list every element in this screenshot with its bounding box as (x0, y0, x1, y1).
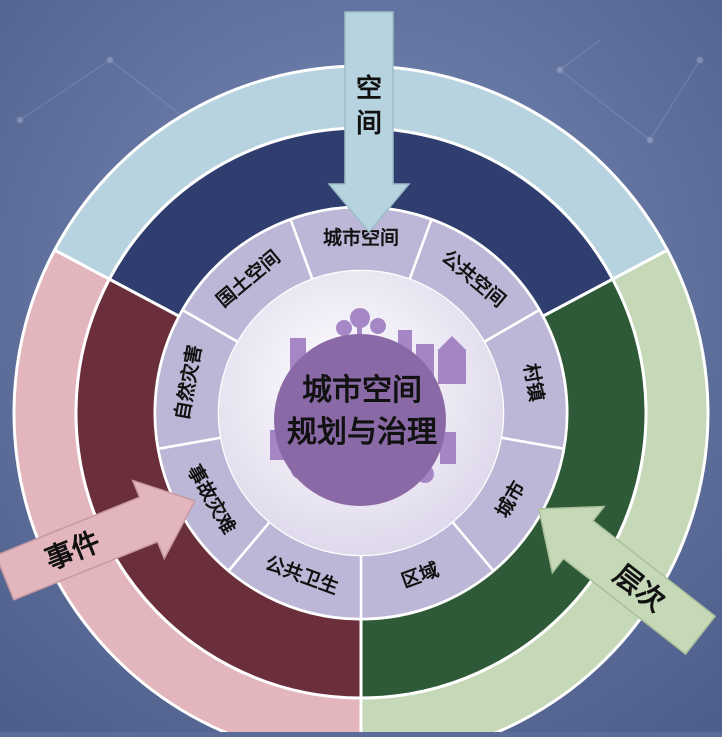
center-title-line1: 城市空间 (302, 373, 422, 408)
event-arrow: 事件 (0, 479, 196, 601)
center-globe (274, 334, 446, 506)
center-disc: 城市空间 规划与治理 (219, 271, 503, 555)
space-arrow-shape (327, 11, 411, 234)
space-arrow: 空 间 (327, 11, 411, 234)
level-arrow-shape (537, 505, 717, 656)
space-arrow-label-char1: 空 (356, 73, 382, 104)
event-arrow-shape (0, 479, 196, 601)
inner-segment-label: 城市空间 (323, 226, 399, 249)
space-arrow-label-char2: 间 (356, 109, 382, 139)
center-title-line2: 规划与治理 (287, 415, 437, 450)
